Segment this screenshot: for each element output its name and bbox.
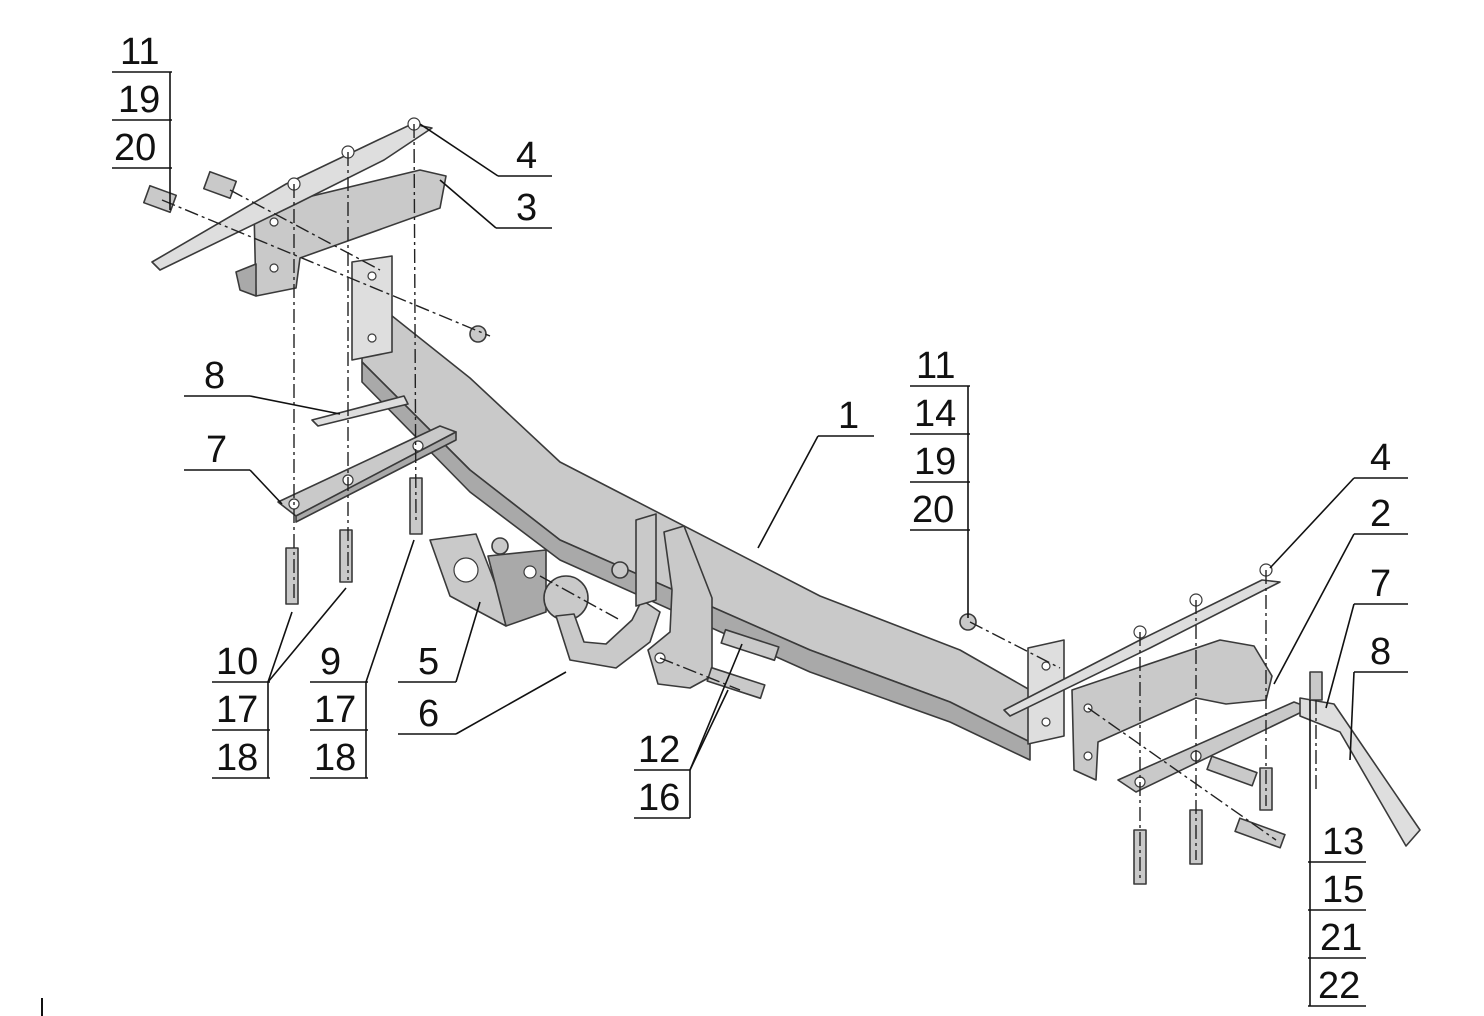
callout-3-group: 3 bbox=[439, 179, 552, 229]
callout-8-left-group: 8 bbox=[184, 355, 341, 415]
callout-11-top-left: 11 bbox=[120, 31, 159, 73]
callout-6: 6 bbox=[418, 693, 439, 735]
callout-4-top: 4 bbox=[516, 135, 537, 177]
callout-17-a: 17 bbox=[216, 689, 258, 731]
callout-stack-bottom-left-b: 9 17 18 bbox=[310, 539, 415, 779]
callout-stack-bottom-center: 12 16 bbox=[634, 643, 743, 819]
callout-18-a: 18 bbox=[216, 737, 258, 779]
callout-5: 5 bbox=[418, 641, 439, 683]
part-5-socket-plate bbox=[429, 533, 547, 627]
callout-stack-bottom-left-a: 10 17 18 bbox=[212, 587, 347, 779]
part-6-tow-ball bbox=[543, 513, 713, 689]
callout-10: 10 bbox=[216, 641, 258, 683]
callout-stack-bottom-right: 13 15 21 22 bbox=[1308, 700, 1366, 1007]
callout-20-middle: 20 bbox=[912, 489, 954, 531]
callout-17-b: 17 bbox=[314, 689, 356, 731]
callout-3: 3 bbox=[516, 187, 537, 229]
callout-stack-top-left: 11 19 20 bbox=[112, 31, 172, 210]
callout-7-left: 7 bbox=[206, 429, 227, 471]
callout-5-group: 5 bbox=[398, 601, 481, 683]
callout-21: 21 bbox=[1320, 917, 1362, 959]
callout-8-right-group: 8 bbox=[1349, 631, 1408, 761]
callout-1-group: 1 bbox=[757, 395, 874, 549]
callout-19-middle: 19 bbox=[914, 441, 956, 483]
callout-13: 13 bbox=[1322, 821, 1364, 863]
callout-2-group: 2 bbox=[1273, 493, 1408, 685]
callout-4-right-group: 4 bbox=[1269, 437, 1408, 569]
callout-4-top-group: 4 bbox=[419, 123, 552, 177]
callout-7-right-group: 7 bbox=[1325, 563, 1408, 709]
callout-16: 16 bbox=[638, 777, 680, 819]
callout-11-middle: 11 bbox=[916, 345, 955, 387]
callout-20-top-left: 20 bbox=[114, 127, 156, 169]
callout-22: 22 bbox=[1318, 965, 1360, 1007]
left-bolts bbox=[142, 170, 423, 605]
callout-15: 15 bbox=[1322, 869, 1364, 911]
part-8-right-strip bbox=[1299, 697, 1421, 847]
callout-1: 1 bbox=[838, 395, 859, 437]
callout-stack-middle: 11 14 19 20 bbox=[910, 345, 970, 618]
callout-8-right: 8 bbox=[1370, 631, 1391, 673]
callout-6-group: 6 bbox=[398, 671, 567, 735]
callout-8-left: 8 bbox=[204, 355, 225, 397]
callout-12: 12 bbox=[638, 729, 680, 771]
callout-19-top-left: 19 bbox=[118, 79, 160, 121]
callout-4-right: 4 bbox=[1370, 437, 1391, 479]
callout-14-middle: 14 bbox=[914, 393, 956, 435]
part-12-center-bolts bbox=[706, 628, 780, 700]
callout-18-b: 18 bbox=[314, 737, 356, 779]
part-8-left-strip bbox=[311, 395, 409, 427]
part-7-left-bracket-plate bbox=[277, 425, 457, 523]
callout-2: 2 bbox=[1370, 493, 1391, 535]
part-1-main-crossbar bbox=[351, 255, 1065, 761]
callout-7-right: 7 bbox=[1370, 563, 1391, 605]
assembly-axes bbox=[161, 123, 1317, 880]
callout-9: 9 bbox=[320, 641, 341, 683]
callout-7-left-group: 7 bbox=[184, 429, 283, 505]
